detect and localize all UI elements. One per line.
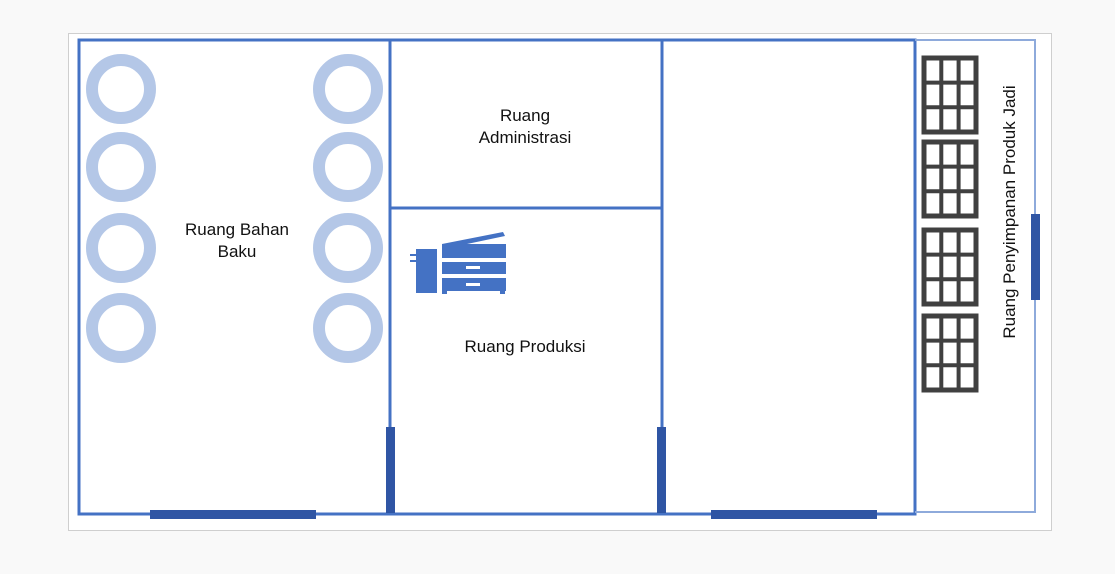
floor-plan-frame xyxy=(68,33,1052,531)
shelf-icon xyxy=(921,55,979,135)
shelf-icon xyxy=(921,139,979,219)
tank-icon xyxy=(313,132,383,202)
label-ruang-bahan-baku: Ruang Bahan Baku xyxy=(185,219,289,263)
shelf-icon xyxy=(921,313,979,393)
label-line: Ruang Bahan xyxy=(185,220,289,239)
door-bottom-bahan-baku xyxy=(150,510,316,519)
copier-machine-icon xyxy=(410,232,506,294)
main-building-walls xyxy=(77,38,917,516)
label-line: Administrasi xyxy=(478,128,572,147)
shelf-icon xyxy=(921,227,979,307)
label-ruang-administrasi: Ruang Administrasi xyxy=(479,105,572,149)
door-bottom-east xyxy=(711,510,877,519)
door-bahan-produksi xyxy=(386,427,395,513)
label-ruang-penyimpanan: Ruang Penyimpanan Produk Jadi xyxy=(1000,85,1019,339)
label-ruang-produksi: Ruang Produksi xyxy=(464,337,586,356)
label-line: Baku xyxy=(217,242,257,261)
tank-icon xyxy=(86,132,156,202)
door-storage xyxy=(1031,214,1040,300)
tank-icon xyxy=(313,293,383,363)
label-line: Ruang xyxy=(499,106,551,125)
tank-icon xyxy=(313,54,383,124)
tank-icon xyxy=(86,293,156,363)
tank-icon xyxy=(86,213,156,283)
tank-icon xyxy=(86,54,156,124)
tank-icon xyxy=(313,213,383,283)
door-produksi-east xyxy=(657,427,666,513)
